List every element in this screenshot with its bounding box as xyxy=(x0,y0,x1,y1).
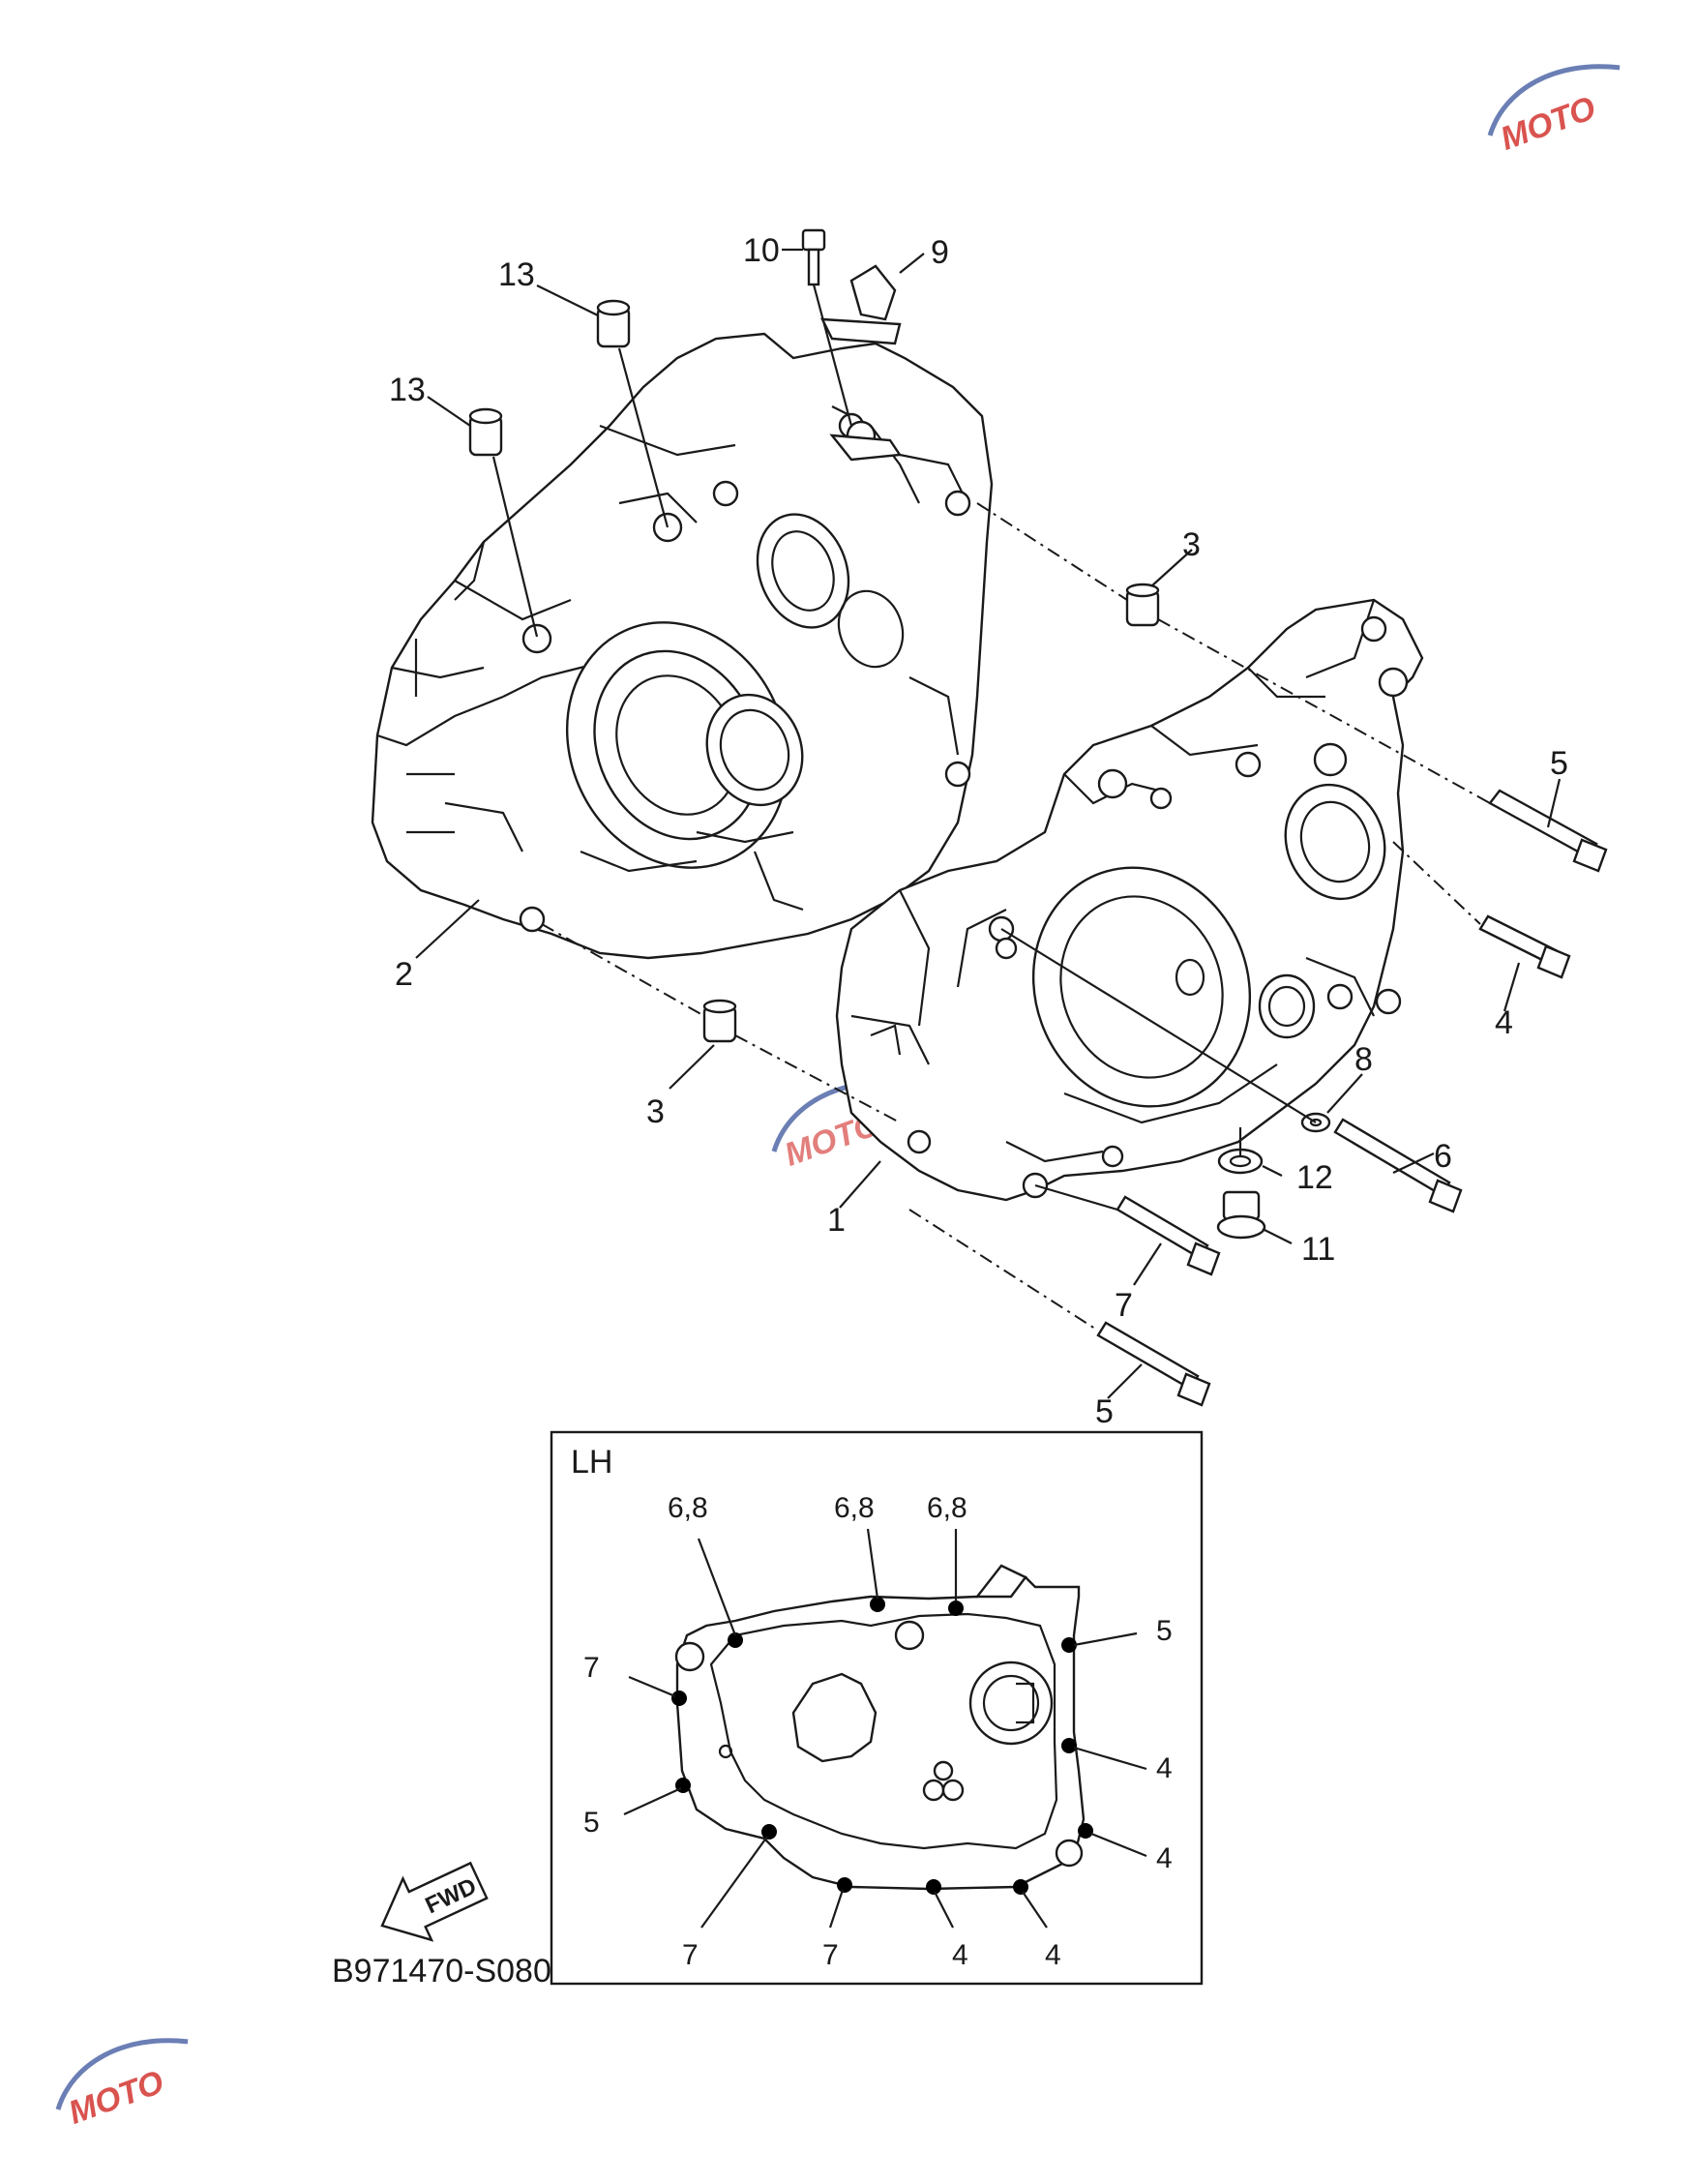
part-4-bolt xyxy=(1478,914,1571,979)
part-11-drain-plug xyxy=(1216,1190,1266,1240)
callout-4: 4 xyxy=(1495,1004,1513,1041)
inset-callout-5-right: 5 xyxy=(1156,1615,1173,1647)
callout-10: 10 xyxy=(743,232,780,269)
inset-callout-7-bottom-left: 7 xyxy=(682,1939,699,1971)
callout-1: 1 xyxy=(827,1202,846,1239)
callout-5-upper: 5 xyxy=(1550,745,1568,782)
watermark-logo-bottom-left: MOTO xyxy=(55,2038,189,2132)
part-10-bolt xyxy=(801,228,853,427)
inset-callout-6-8-center: 6,8 xyxy=(834,1492,875,1524)
inset-callout-4-bottom: 4 xyxy=(952,1939,968,1971)
part-5-bolt-upper xyxy=(1488,789,1608,873)
part-7-bolt xyxy=(1116,1195,1221,1276)
callout-9: 9 xyxy=(931,234,949,271)
callout-13-upper: 13 xyxy=(498,256,535,293)
inset-callout-6-8-left: 6,8 xyxy=(668,1492,708,1524)
inset-callout-4-bottom-right: 4 xyxy=(1045,1939,1061,1971)
callout-6: 6 xyxy=(1434,1138,1452,1175)
diagram-id: B971470-S080 xyxy=(332,1953,551,1990)
left-crankcase-half xyxy=(371,332,994,960)
inset-callout-4-right-lower: 4 xyxy=(1156,1842,1173,1874)
fwd-arrow-icon: FWD xyxy=(380,1861,489,1942)
callout-12: 12 xyxy=(1296,1159,1333,1196)
callout-3-lower: 3 xyxy=(646,1093,665,1130)
callout-7: 7 xyxy=(1115,1287,1133,1324)
inset-label: LH xyxy=(571,1444,612,1481)
callout-3-upper: 3 xyxy=(1182,526,1201,563)
part-6-bolt xyxy=(1333,1118,1463,1213)
part-13-dowel-lower xyxy=(468,407,503,457)
callout-8: 8 xyxy=(1354,1041,1373,1078)
watermark-logo-top-right: MOTO xyxy=(1487,64,1621,158)
right-crankcase-half xyxy=(835,598,1424,1202)
callout-13-lower: 13 xyxy=(389,372,426,408)
inset-callout-4-right-upper: 4 xyxy=(1156,1752,1173,1784)
lh-inset-panel: LH xyxy=(550,1430,1204,1986)
inset-callout-5-left: 5 xyxy=(583,1807,600,1839)
callout-11: 11 xyxy=(1301,1231,1335,1268)
inset-callout-7-bottom: 7 xyxy=(822,1939,839,1971)
part-9-breather-guide xyxy=(819,264,902,345)
inset-callout-6-8-right: 6,8 xyxy=(927,1492,967,1524)
part-5-bolt-lower xyxy=(1096,1321,1211,1407)
part-13-dowel-upper xyxy=(596,299,631,348)
callout-5-lower: 5 xyxy=(1095,1393,1114,1430)
inset-callout-7-left: 7 xyxy=(583,1652,600,1684)
part-3-dowel-lower xyxy=(702,999,737,1043)
part-3-dowel-upper xyxy=(1125,583,1160,627)
callout-2: 2 xyxy=(395,956,413,993)
